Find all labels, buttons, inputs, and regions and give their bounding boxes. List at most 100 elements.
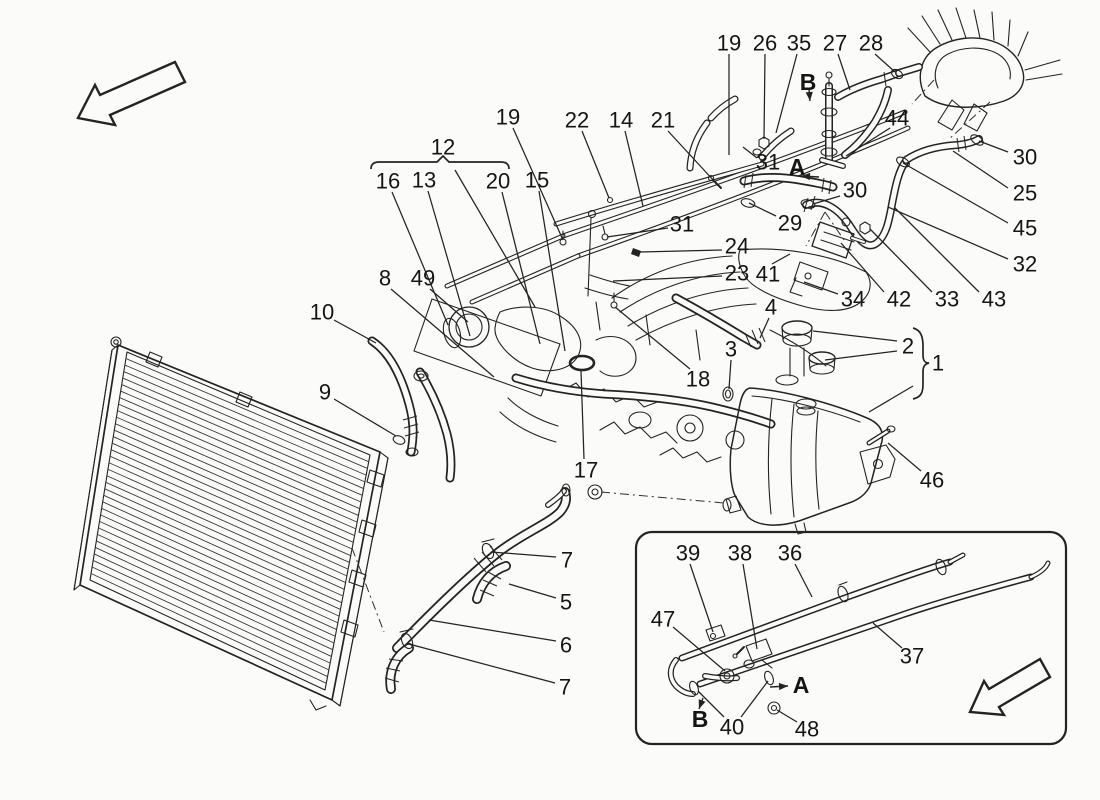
callout-label: 29 (778, 211, 802, 236)
leader-line (390, 288, 495, 378)
leader-line (606, 227, 669, 238)
construction-line (351, 547, 385, 633)
callout-5: 5 (508, 583, 572, 615)
callout-6: 6 (428, 619, 572, 658)
grommet (587, 484, 603, 500)
callout-label: 16 (376, 169, 400, 194)
leader-line (639, 249, 723, 253)
callout-31: 31 (742, 146, 780, 175)
callout-label: 13 (412, 168, 436, 193)
intake-plenum (738, 248, 871, 311)
callout-13: 13 (412, 168, 471, 337)
view-direction-arrow-main (76, 60, 187, 127)
callout-33: 33 (869, 228, 959, 312)
callout-label: 35 (787, 31, 811, 56)
callout-label: 15 (525, 168, 549, 193)
callout-29: 29 (748, 202, 802, 236)
callout-23: 23 (612, 261, 749, 286)
callout-9: 9 (319, 380, 397, 437)
callout-47: 47 (651, 607, 726, 672)
clamp-7 (481, 542, 495, 560)
callout-label: B (692, 706, 709, 732)
clamp-7b (400, 632, 414, 650)
callout-28: 28 (859, 31, 896, 73)
leader-line (490, 551, 557, 558)
callout-35: 35 (775, 31, 811, 134)
leader-line (581, 130, 610, 199)
pump-bracket (793, 261, 829, 291)
inset-detail-box (634, 530, 1068, 746)
callout-label: 40 (720, 715, 744, 740)
callout-label: 41 (756, 262, 780, 287)
leader-line (845, 127, 891, 157)
callout-48: 48 (776, 709, 819, 742)
tank-cap (781, 320, 813, 336)
callout-label: 45 (1013, 216, 1037, 241)
callout-label: 43 (982, 287, 1006, 312)
callout-36: 36 (778, 541, 813, 598)
fitting-47 (719, 668, 735, 684)
leader-line (763, 53, 766, 140)
callout-label: 19 (717, 31, 741, 56)
callout-26: 26 (753, 31, 777, 140)
leader-line (427, 190, 471, 337)
grommet-48 (767, 701, 781, 715)
callout-label: 46 (920, 468, 944, 493)
hose-cuff-hatching (384, 71, 967, 683)
callout-30: 30 (978, 140, 1037, 170)
leader-line (624, 130, 644, 207)
direction-arrowhead (805, 91, 813, 101)
callout-label: 7 (559, 675, 571, 700)
direction-arrowhead (801, 172, 811, 181)
leader-line (333, 319, 377, 344)
callout-45: 45 (902, 162, 1037, 241)
callout-label: 25 (1013, 181, 1037, 206)
throttle-bore (448, 306, 490, 348)
direction-arrowhead (698, 699, 706, 709)
leader-line (408, 643, 556, 684)
callout-41: 41 (756, 253, 791, 287)
callout-label: 44 (885, 106, 909, 131)
callout-14: 14 (609, 108, 644, 207)
callout-label: 1 (932, 351, 944, 376)
callout-label: 4 (765, 295, 777, 320)
callout-a: A (769, 672, 809, 698)
callout-2: 2 (812, 330, 914, 361)
callout-label: 33 (935, 287, 959, 312)
callout-7: 7 (408, 643, 571, 700)
callout-label: 42 (887, 287, 911, 312)
expansion-tank (722, 320, 896, 535)
leader-line (740, 680, 769, 718)
construction-line (824, 211, 845, 241)
callout-label: 9 (319, 380, 331, 405)
callout-49: 49 (411, 266, 469, 323)
view-direction-arrow-inset (968, 657, 1052, 717)
callout-label: 30 (843, 178, 867, 203)
callout-label: 12 (431, 135, 455, 160)
callout-label: 27 (823, 31, 847, 56)
auxiliary-pump (789, 217, 866, 297)
callout-label: 49 (411, 266, 435, 291)
callout-label: B (800, 69, 817, 95)
leader-line (868, 385, 914, 413)
leader-line (697, 690, 725, 718)
leader-line (580, 370, 585, 460)
construction-line (805, 211, 826, 247)
bracket-39 (705, 624, 726, 642)
callout-label: 32 (1013, 252, 1037, 277)
leader-line (887, 206, 1009, 260)
callout-label: 17 (574, 458, 598, 483)
callout-24: 24 (639, 234, 749, 259)
callout-34: 34 (803, 281, 865, 312)
leader-line (837, 53, 851, 91)
callout-40: 40 (697, 680, 769, 740)
clamp-40-A (763, 670, 775, 686)
leader-line (512, 127, 564, 241)
leader-line (869, 228, 933, 293)
callout-22: 22 (565, 108, 610, 199)
bolt-21 (707, 174, 715, 182)
radiator-bracket-tab (358, 519, 377, 538)
radiator-bracket-tab (340, 619, 359, 638)
fastener-24 (631, 248, 641, 257)
